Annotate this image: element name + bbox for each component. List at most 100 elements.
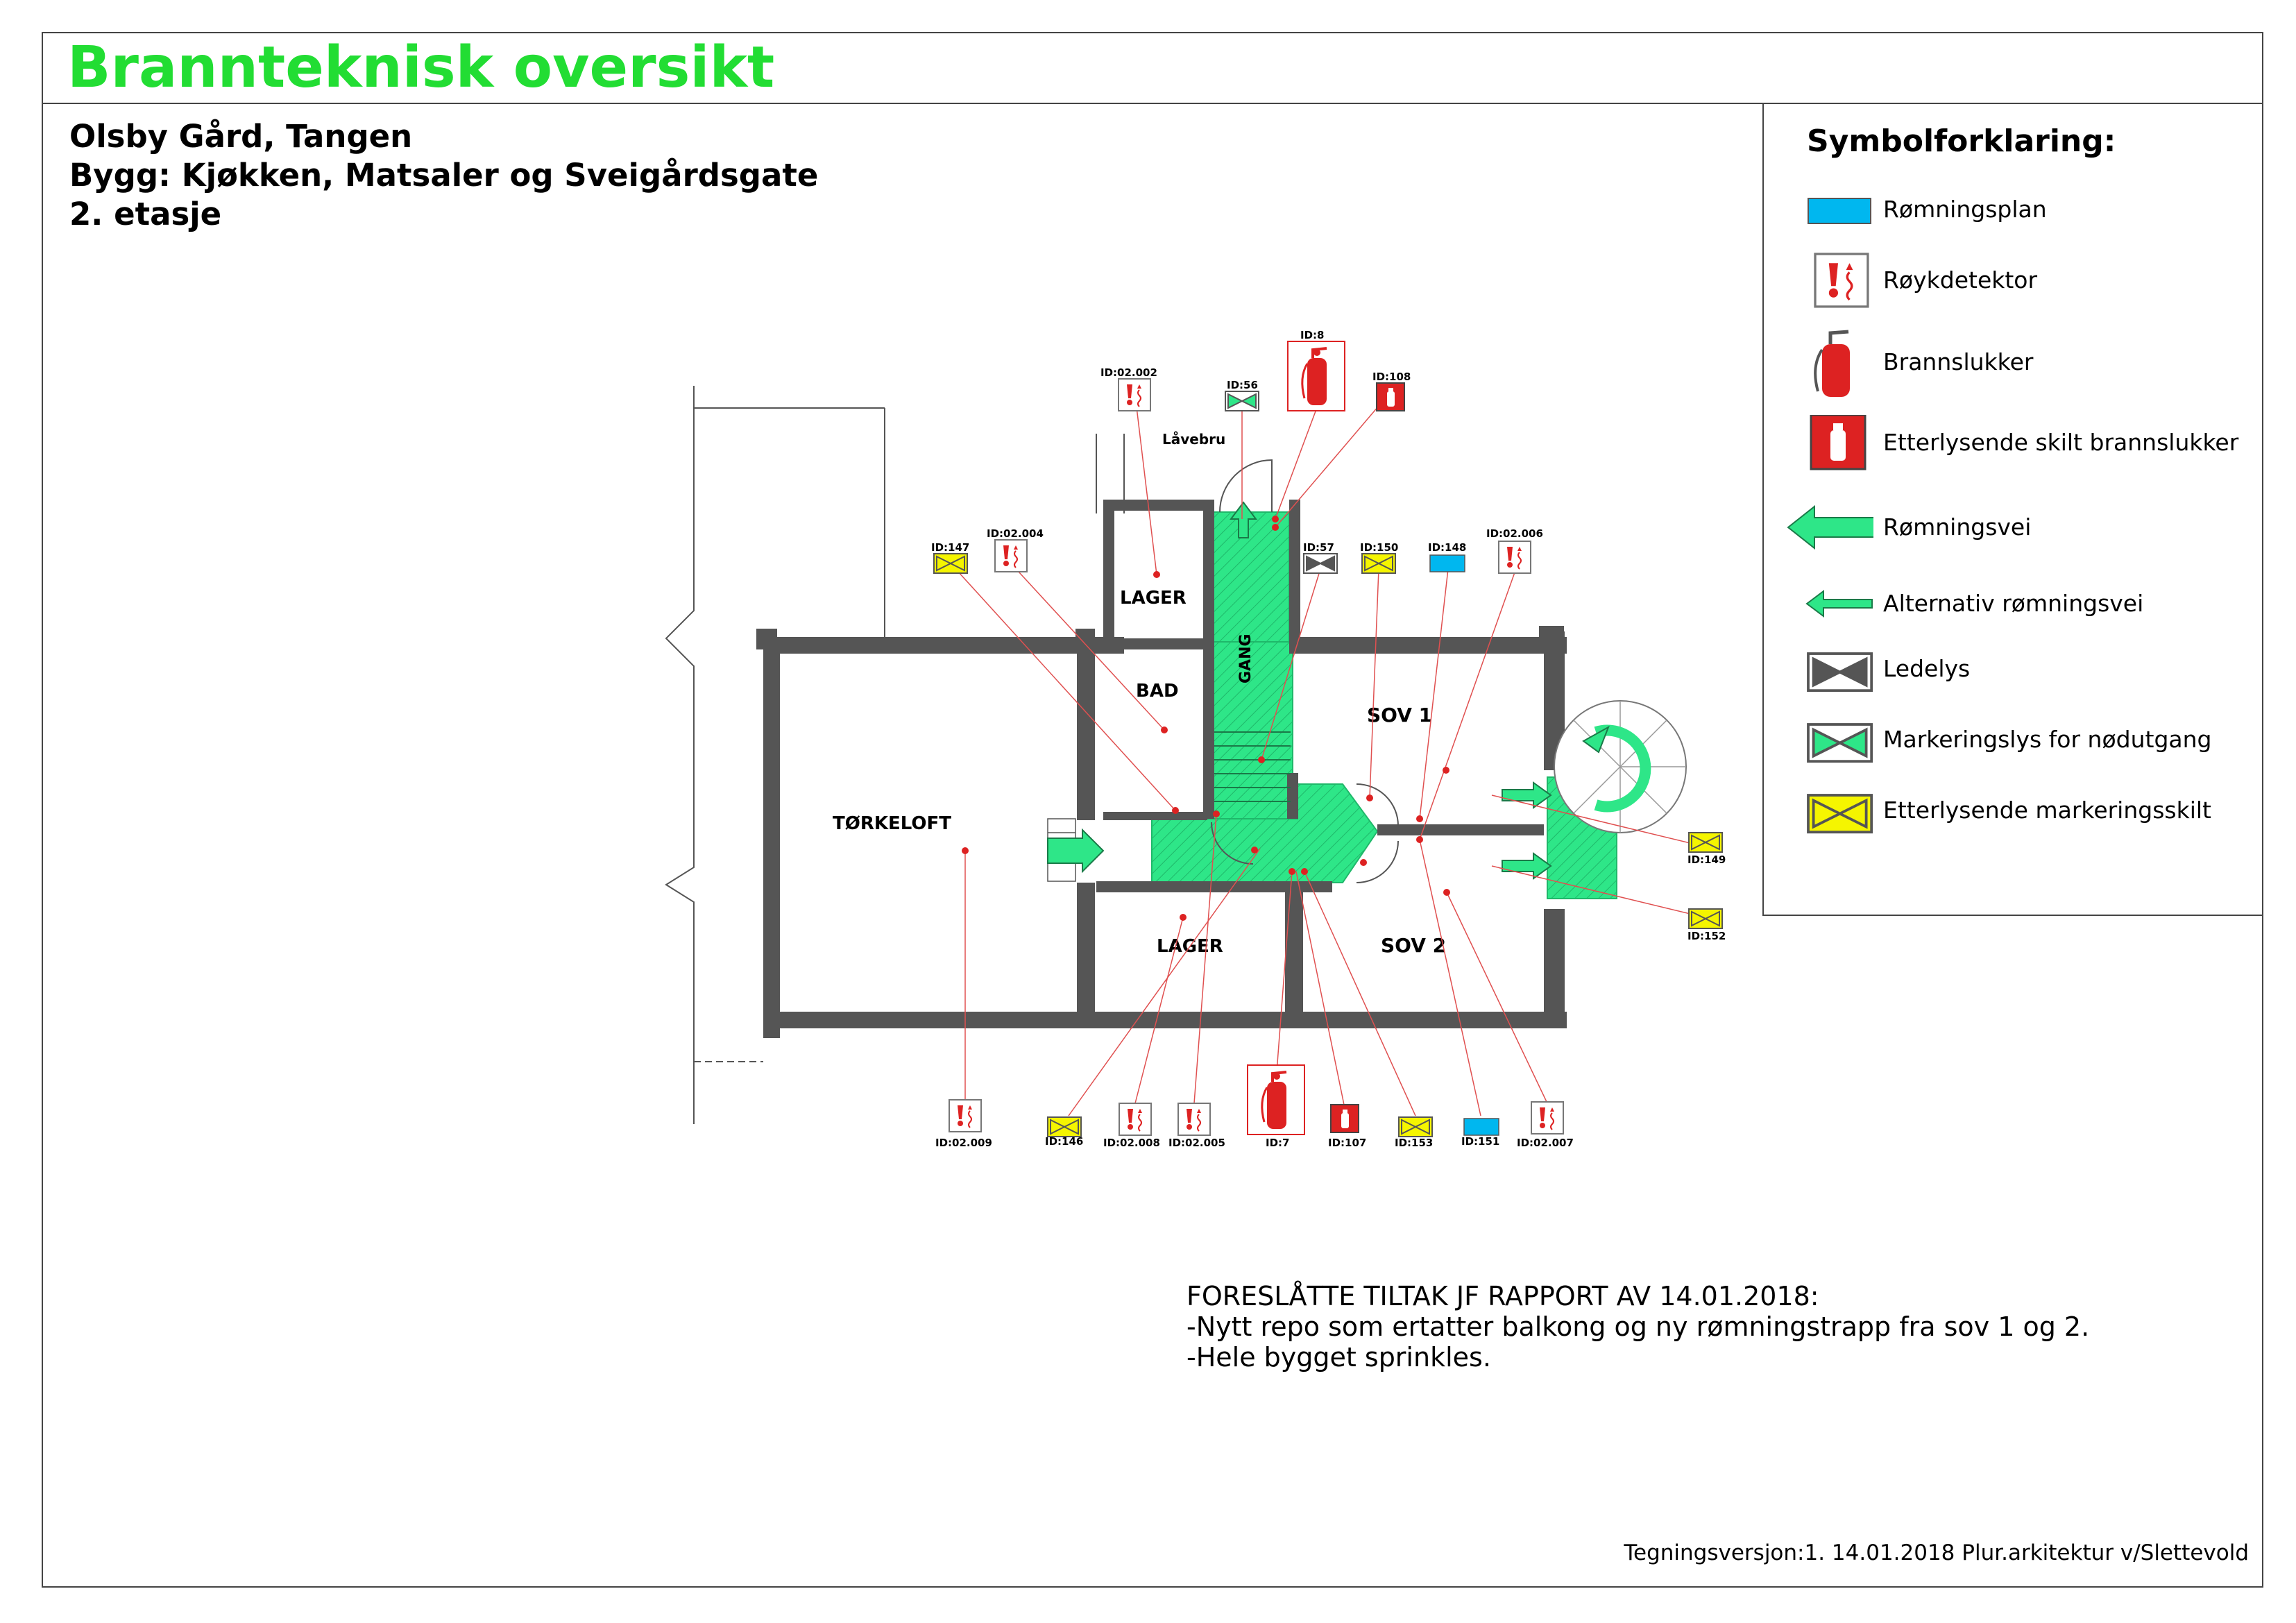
- symbol-id-label: ID:57: [1303, 541, 1334, 554]
- symbol-id-label: ID:8: [1300, 329, 1324, 341]
- legend-row: Røykdetektor: [1764, 253, 2263, 308]
- room-label-gang: GANG: [1237, 634, 1255, 683]
- legend-row: Brannslukker: [1764, 323, 2263, 397]
- extinguisher-sign-icon: [1330, 1104, 1359, 1133]
- escape-plan-icon: [1429, 554, 1465, 572]
- symbol-id-label: ID:149: [1687, 853, 1726, 866]
- proposed-measures: FORESLÅTTE TILTAK JF RAPPORT AV 14.01.20…: [1187, 1281, 2089, 1373]
- subtitle-building: Bygg: Kjøkken, Matsaler og Sveigårdsgate: [69, 157, 819, 194]
- symbol-id-label: ID:7: [1266, 1137, 1289, 1149]
- drawing-version-footer: Tegningsversjon:1. 14.01.2018 Plur.arkit…: [1624, 1540, 2249, 1565]
- title-bar: Brannteknisk oversikt: [42, 32, 2263, 104]
- luminous-marker-sign-icon: [1807, 794, 1873, 834]
- luminous-marker-sign-icon: [1047, 1116, 1082, 1137]
- legend-row: Etterlysende skilt brannslukker: [1764, 415, 2263, 470]
- room-label-lavebru: Låvebru: [1162, 431, 1225, 448]
- legend-label: Brannslukker: [1883, 348, 2034, 375]
- fire-extinguisher-icon: [1246, 1064, 1306, 1136]
- legend-label: Rømningsplan: [1883, 196, 2047, 223]
- legend-row: Alternativ rømningsvei: [1764, 576, 2263, 631]
- adjoining-building-outline: [665, 386, 1125, 1124]
- legend-row: Markeringslys for nødutgang: [1764, 712, 2263, 767]
- symbol-id-label: ID:148: [1428, 541, 1466, 554]
- guide-light-icon: [1303, 553, 1338, 574]
- legend-panel: Symbolforklaring: Rømningsplan Røykdetek…: [1762, 103, 2263, 916]
- subtitle-floor: 2. etasje: [69, 196, 222, 232]
- exit-marker-light-icon: [1225, 391, 1259, 411]
- extinguisher-sign-icon: [1810, 415, 1866, 470]
- smoke-detector-icon: [1814, 253, 1869, 308]
- symbol-id-label: ID:151: [1461, 1135, 1499, 1148]
- legend-label: Alternativ rømningsvei: [1883, 590, 2144, 617]
- symbol-id-label: ID:02.004: [987, 527, 1044, 540]
- luminous-marker-sign-icon: [1688, 832, 1723, 853]
- symbol-id-label: ID:108: [1372, 371, 1411, 383]
- room-label-sov1: SOV 1: [1367, 704, 1432, 726]
- symbol-id-label: ID:02.007: [1517, 1137, 1574, 1149]
- symbol-id-label: ID:02.005: [1168, 1137, 1225, 1149]
- spiral-stair: [1554, 700, 1687, 833]
- symbol-id-label: ID:02.002: [1100, 366, 1157, 379]
- measures-line: -Nytt repo som ertatter balkong og ny rø…: [1187, 1311, 2090, 1342]
- corridor-stairs: [1214, 731, 1291, 802]
- legend-label: Etterlysende markeringsskilt: [1883, 797, 2211, 824]
- drawing-frame: [42, 32, 2263, 1588]
- guide-light-icon: [1807, 652, 1873, 692]
- legend-label: Markeringslys for nødutgang: [1883, 726, 2212, 753]
- extinguisher-sign-icon: [1376, 382, 1405, 411]
- wall-columns: [756, 626, 1564, 649]
- legend-label: Ledelys: [1883, 655, 1971, 682]
- smoke-detector-icon: [949, 1099, 982, 1132]
- symbol-id-label: ID:153: [1395, 1137, 1433, 1149]
- room-label-torkeloft: TØRKELOFT: [833, 813, 951, 834]
- legend-label: Røykdetektor: [1883, 266, 2038, 294]
- symbol-id-label: ID:02.008: [1103, 1137, 1160, 1149]
- subtitle-location: Olsby Gård, Tangen: [69, 118, 413, 155]
- measures-line: -Hele bygget sprinkles.: [1187, 1342, 1491, 1373]
- smoke-detector-icon: [1118, 378, 1151, 411]
- legend-row: Rømningsplan: [1764, 182, 2263, 237]
- measures-heading: FORESLÅTTE TILTAK JF RAPPORT AV 14.01.20…: [1187, 1281, 1819, 1311]
- exit-marker-light-icon: [1807, 723, 1873, 763]
- smoke-detector-icon: [1531, 1101, 1564, 1135]
- room-label-bad: BAD: [1136, 681, 1179, 702]
- fire-extinguisher-icon: [1286, 340, 1346, 412]
- smoke-detector-icon: [1119, 1103, 1152, 1136]
- escape-route-arrows: [1047, 501, 1552, 880]
- luminous-marker-sign-icon: [1361, 553, 1396, 574]
- symbol-id-label: ID:02.006: [1486, 527, 1543, 540]
- page-title: Brannteknisk oversikt: [67, 35, 775, 101]
- room-labels: Låvebru LAGER BAD GANG SOV 1 TØRKELOFT L…: [833, 431, 1446, 957]
- alt-escape-route-arrow-icon: [1805, 590, 1873, 618]
- escape-plan-icon: [1808, 198, 1871, 224]
- symbol-id-label: ID:56: [1227, 379, 1258, 391]
- smoke-detector-icon: [1177, 1103, 1211, 1136]
- walls: [763, 500, 1567, 1038]
- escape-route-arrow-icon: [1787, 504, 1873, 550]
- symbol-id-label: ID:107: [1328, 1137, 1366, 1149]
- luminous-marker-sign-icon: [1688, 908, 1723, 929]
- door-swings: [1211, 459, 1399, 883]
- room-label-lager-top: LAGER: [1120, 588, 1187, 609]
- luminous-marker-sign-icon: [933, 553, 968, 574]
- legend-title: Symbolforklaring:: [1807, 124, 2116, 159]
- symbol-leader-lines: [950, 391, 1694, 1116]
- legend-row: Rømningsvei: [1764, 500, 2263, 555]
- legend-label: Rømningsvei: [1883, 513, 2032, 541]
- smoke-detector-icon: [994, 539, 1028, 572]
- legend-row: Ledelys: [1764, 641, 2263, 697]
- smoke-detector-icon: [1498, 541, 1531, 574]
- escape-plan-icon: [1463, 1118, 1499, 1136]
- symbol-id-label: ID:152: [1687, 930, 1726, 942]
- symbol-id-label: ID:147: [931, 541, 969, 554]
- symbol-id-label: ID:146: [1045, 1135, 1083, 1148]
- legend-row: Etterlysende markeringsskilt: [1764, 783, 2263, 838]
- symbol-id-label: ID:150: [1360, 541, 1398, 554]
- symbol-location-dots: [962, 516, 1450, 921]
- luminous-marker-sign-icon: [1398, 1116, 1433, 1137]
- fire-extinguisher-icon: [1814, 330, 1850, 397]
- room-label-sov2: SOV 2: [1381, 934, 1446, 957]
- symbol-id-label: ID:02.009: [935, 1137, 992, 1149]
- legend-label: Etterlysende skilt brannslukker: [1883, 429, 2239, 456]
